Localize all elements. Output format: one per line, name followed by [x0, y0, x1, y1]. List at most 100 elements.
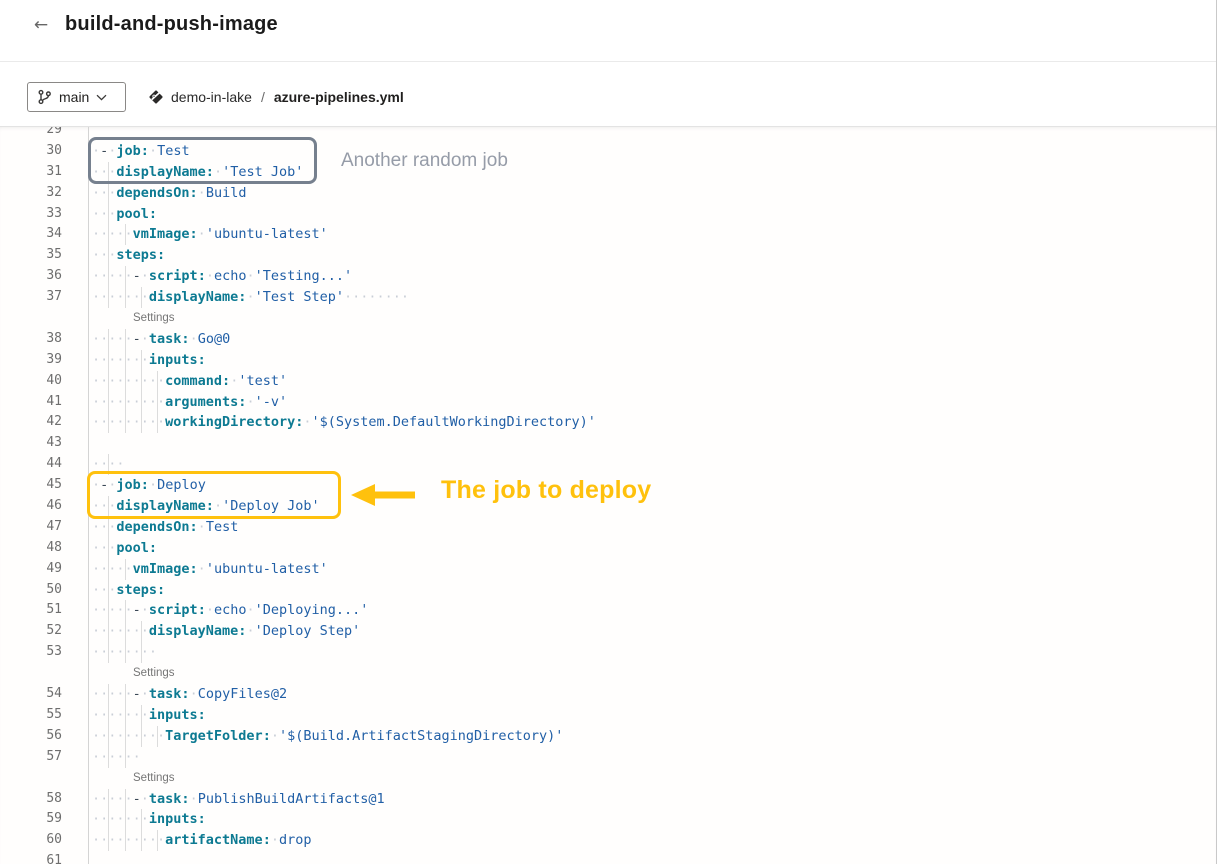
code-text: ·········workingDirectory:·'$(System.Def…: [92, 414, 596, 431]
indent-guide: [140, 287, 142, 309]
code-line-38[interactable]: 38 ·····-·task:·Go@0: [0, 328, 1216, 350]
code-line-56[interactable]: 56·········TargetFolder:·'$(Build.Artifa…: [0, 725, 1216, 747]
code-line-40[interactable]: 40·········command:·'test': [0, 370, 1216, 392]
code-line-39[interactable]: 39·······inputs:: [0, 349, 1216, 371]
indent-guide: [140, 621, 142, 643]
indent-guide: [108, 328, 110, 350]
line-number: 59: [46, 811, 62, 827]
indent-guide: [140, 412, 142, 434]
indent-guide: [108, 245, 110, 267]
code-text: ·····-·task:·PublishBuildArtifacts@1: [92, 790, 385, 807]
line-number: 58: [46, 790, 62, 806]
code-text: ···pool:: [92, 205, 158, 222]
line-number: 48: [46, 539, 62, 555]
code-line-37[interactable]: 37·······displayName:·'Test Step'·······…: [0, 287, 1216, 309]
code-text: ·····vmImage:·'ubuntu-latest': [92, 560, 328, 577]
code-line-42[interactable]: 42 ·········workingDirectory:·'$(System.D…: [0, 412, 1216, 434]
indent-guide: [108, 349, 110, 371]
code-line-52[interactable]: 52·······displayName:·'Deploy Step': [0, 621, 1216, 643]
code-line-58[interactable]: 58 ·····-·task:·PublishBuildArtifacts@1: [0, 788, 1216, 810]
code-line-45[interactable]: 45·-·job:·Deploy: [0, 475, 1216, 496]
code-line-43[interactable]: 43: [0, 433, 1216, 454]
indent-guide: [124, 349, 126, 371]
code-line-36[interactable]: 36·····-·script:·echo·'Testing...': [0, 266, 1216, 288]
code-line-49[interactable]: 49 ·····vmImage:·'ubuntu-latest': [0, 558, 1216, 580]
code-line-41[interactable]: 41·········arguments:·'-v': [0, 391, 1216, 413]
line-number: 31: [46, 163, 62, 179]
line-number: 41: [46, 393, 62, 409]
indent-guide: [108, 725, 110, 747]
indent-guide: [108, 516, 110, 538]
indent-guide: [108, 684, 110, 705]
code-line-53[interactable]: 53········: [0, 642, 1216, 664]
indent-guide: [140, 391, 142, 413]
settings-row[interactable]: Settings: [0, 768, 1216, 789]
line-number: 38: [46, 330, 62, 346]
indent-guide: [108, 391, 110, 413]
indent-guide: [140, 642, 142, 664]
back-button[interactable]: ←: [33, 15, 49, 35]
indent-guide: [157, 412, 159, 434]
indent-guide: [124, 642, 126, 664]
code-line-57[interactable]: 57······: [0, 746, 1216, 768]
task-settings-link[interactable]: Settings: [133, 312, 175, 325]
settings-row[interactable]: Settings: [0, 663, 1216, 684]
test-job-highlight-box: [88, 137, 317, 184]
code-line-51[interactable]: 51·····-·script:·echo·'Deploying...': [0, 600, 1216, 622]
code-text: ·······displayName:·'Test Step'········: [92, 289, 410, 306]
code-line-47[interactable]: 47···dependsOn:·Test: [0, 516, 1216, 538]
code-line-35[interactable]: 35···steps:: [0, 245, 1216, 267]
indent-guide: [108, 287, 110, 309]
indent-guide: [124, 600, 126, 622]
code-line-54[interactable]: 54·····-·task:·CopyFiles@2: [0, 684, 1216, 705]
line-number: 50: [46, 581, 62, 597]
indent-guide: [108, 412, 110, 434]
line-number: 49: [46, 560, 62, 576]
branch-selector[interactable]: main: [27, 82, 126, 112]
code-line-50[interactable]: 50 ···steps:: [0, 579, 1216, 601]
indent-guide: [140, 704, 142, 726]
code-line-29[interactable]: 29: [0, 127, 1216, 141]
indent-guide: [108, 830, 110, 852]
code-line-30[interactable]: 30·-·job:·Test: [0, 141, 1216, 162]
indent-guide: [124, 370, 126, 392]
code-text: ·····-·script:·echo·'Testing...': [92, 268, 353, 285]
code-line-34[interactable]: 34·····vmImage:·'ubuntu-latest': [0, 224, 1216, 246]
indent-guide: [157, 830, 159, 852]
azure-repos-icon: [148, 89, 164, 105]
line-number: 52: [46, 623, 62, 639]
task-settings-link[interactable]: Settings: [133, 667, 175, 680]
code-line-59[interactable]: 59·······inputs:: [0, 809, 1216, 831]
indent-guide: [124, 287, 126, 309]
code-text: ···steps:: [92, 581, 166, 598]
code-line-33[interactable]: 33···pool:: [0, 203, 1216, 225]
code-line-32[interactable]: 32···dependsOn:·Build: [0, 182, 1216, 204]
code-line-48[interactable]: 48···pool:: [0, 537, 1216, 559]
line-number: 39: [46, 351, 62, 367]
indent-guide: [124, 725, 126, 747]
code-line-44[interactable]: 44····: [0, 454, 1216, 476]
code-line-60[interactable]: 60·········artifactName:·drop: [0, 830, 1216, 852]
breadcrumb-repo[interactable]: demo-in-lake: [171, 89, 252, 105]
code-text: ·····-·task:·Go@0: [92, 330, 231, 347]
code-line-46[interactable]: 46···displayName:·'Deploy Job': [0, 496, 1216, 517]
breadcrumb-file: azure-pipelines.yml: [273, 89, 404, 105]
line-number: 30: [46, 142, 62, 158]
task-settings-link[interactable]: Settings: [133, 771, 175, 784]
settings-row[interactable]: Settings: [0, 308, 1216, 329]
indent-guide: [108, 809, 110, 831]
line-number: 42: [46, 414, 62, 430]
indent-guide: [108, 182, 110, 204]
line-number: 32: [46, 184, 62, 200]
line-number: 46: [46, 498, 62, 514]
chevron-down-icon: [96, 94, 107, 101]
code-line-55[interactable]: 55·······inputs:: [0, 704, 1216, 726]
line-number: 45: [46, 477, 62, 493]
indent-guide: [108, 558, 110, 580]
indent-guide: [124, 266, 126, 288]
app-header: ← build-and-push-image: [0, 0, 1216, 62]
code-line-61[interactable]: 61: [0, 851, 1216, 864]
code-line-31[interactable]: 31···displayName:·'Test Job': [0, 161, 1216, 183]
indent-guide: [140, 809, 142, 831]
